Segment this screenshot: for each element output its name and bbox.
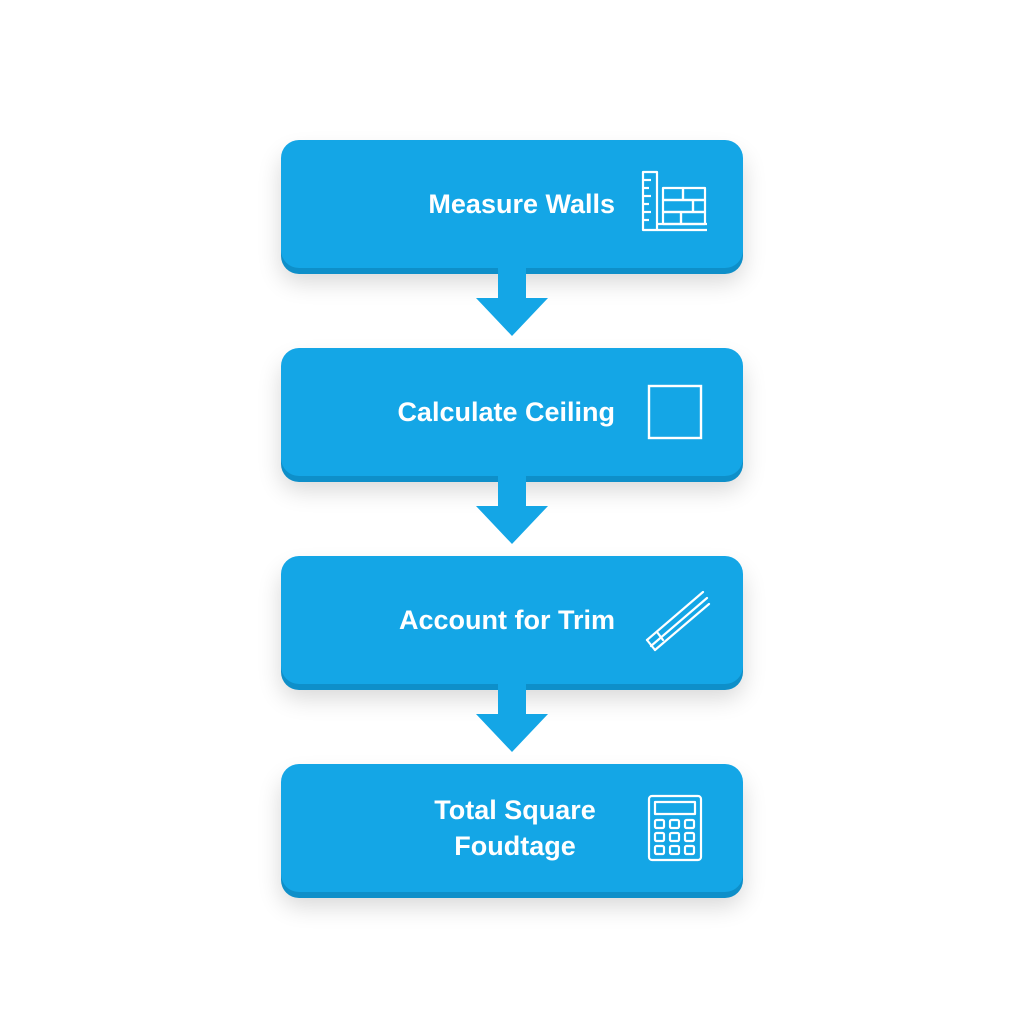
flow-arrow <box>476 682 548 756</box>
step-label: Total Square Foudtage <box>321 764 623 892</box>
step-total-square-footage: Total Square Foudtage <box>281 764 743 892</box>
calculator-icon <box>639 792 711 864</box>
step-label: Account for Trim <box>321 556 623 684</box>
step-label: Measure Walls <box>321 140 623 268</box>
ruler-brick-wall-icon <box>639 168 711 240</box>
step-measure-walls: Measure Walls <box>281 140 743 268</box>
step-label-text: Calculate Ceiling <box>397 397 615 427</box>
step-calculate-ceiling: Calculate Ceiling <box>281 348 743 476</box>
step-label: Calculate Ceiling <box>321 348 623 476</box>
step-account-for-trim: Account for Trim <box>281 556 743 684</box>
trim-molding-icon <box>639 584 711 656</box>
square-icon <box>639 376 711 448</box>
step-label-text: Measure Walls <box>428 189 615 219</box>
flow-arrow <box>476 266 548 340</box>
flow-arrow <box>476 474 548 548</box>
step-label-text: Total Square Foudtage <box>434 795 596 861</box>
step-label-text: Account for Trim <box>398 605 615 635</box>
